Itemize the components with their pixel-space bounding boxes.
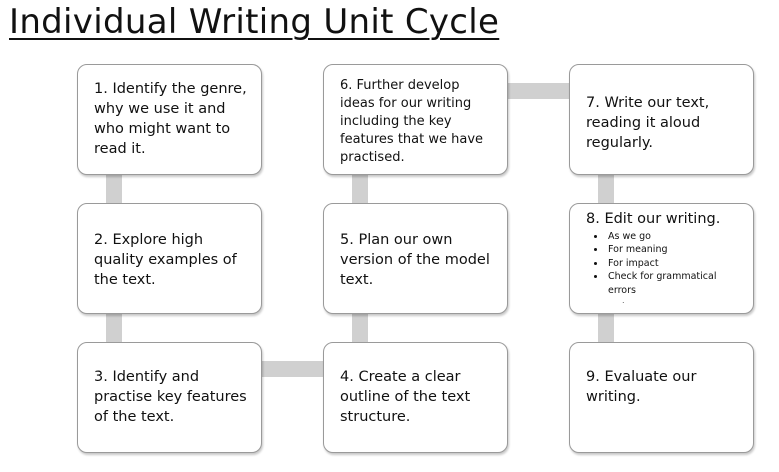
step-8-text: 8. Edit our writing. bbox=[586, 211, 721, 227]
connector-2-3 bbox=[106, 313, 122, 343]
step-2-box: 2. Explore high quality examples of the … bbox=[77, 203, 262, 314]
connector-6-7 bbox=[507, 83, 570, 99]
edit-bullet-4: Check for grammatical errors bbox=[606, 270, 739, 297]
step-4-box: 4. Create a clear outline of the text st… bbox=[323, 342, 508, 453]
edit-checklist: As we go For meaning For impact Check fo… bbox=[586, 230, 739, 297]
step-3-box: 3. Identify and practise key features of… bbox=[77, 342, 262, 453]
trailing-mark: . bbox=[622, 296, 625, 306]
step-8-box: 8. Edit our writing. As we go For meanin… bbox=[569, 203, 754, 314]
edit-bullet-1: As we go bbox=[606, 230, 739, 243]
step-5-text: 5. Plan our own version of the model tex… bbox=[340, 232, 490, 288]
diagram-title: Individual Writing Unit Cycle bbox=[9, 2, 500, 42]
connector-8-9 bbox=[598, 313, 614, 343]
edit-bullet-2: For meaning bbox=[606, 243, 739, 256]
step-7-text: 7. Write our text, reading it aloud regu… bbox=[586, 95, 710, 151]
step-9-box: 9. Evaluate our writing. bbox=[569, 342, 754, 453]
connector-4-5 bbox=[352, 313, 368, 343]
connector-5-6 bbox=[352, 174, 368, 204]
step-6-text: 6. Further develop ideas for our writing… bbox=[340, 78, 484, 165]
step-7-box: 7. Write our text, reading it aloud regu… bbox=[569, 64, 754, 175]
connector-1-2 bbox=[106, 174, 122, 204]
step-3-text: 3. Identify and practise key features of… bbox=[94, 369, 247, 425]
step-5-box: 5. Plan our own version of the model tex… bbox=[323, 203, 508, 314]
step-6-box: 6. Further develop ideas for our writing… bbox=[323, 64, 508, 175]
connector-3-4 bbox=[261, 361, 324, 377]
step-1-text: 1. Identify the genre, why we use it and… bbox=[94, 81, 247, 157]
step-4-text: 4. Create a clear outline of the text st… bbox=[340, 369, 471, 425]
step-1-box: 1. Identify the genre, why we use it and… bbox=[77, 64, 262, 175]
step-2-text: 2. Explore high quality examples of the … bbox=[94, 232, 237, 288]
connector-7-8 bbox=[598, 174, 614, 204]
step-9-text: 9. Evaluate our writing. bbox=[586, 369, 697, 405]
edit-bullet-3: For impact bbox=[606, 257, 739, 270]
